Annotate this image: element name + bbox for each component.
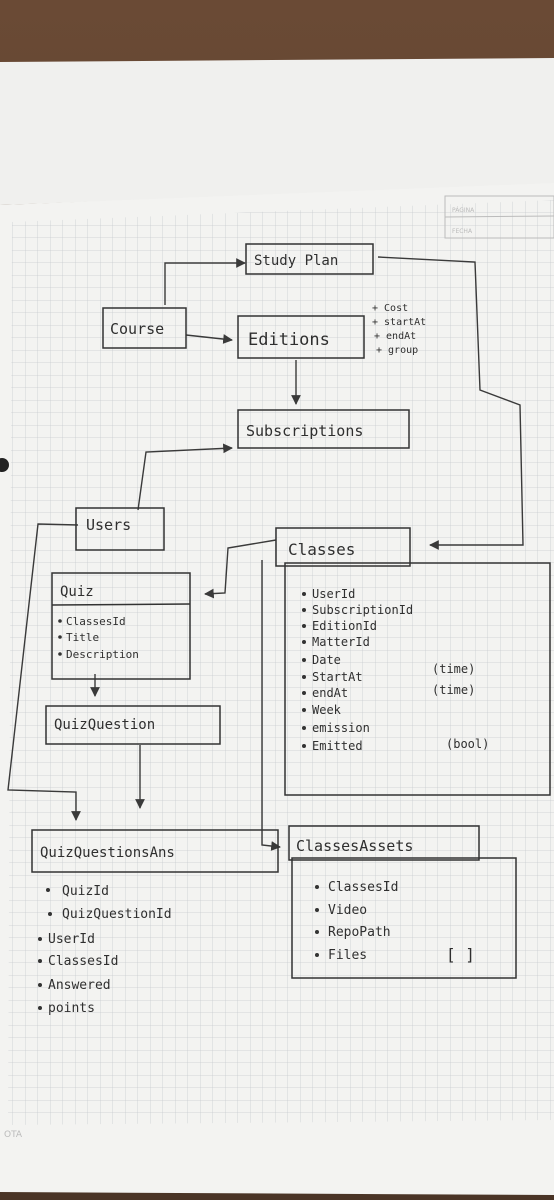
classes-label: Classes xyxy=(288,540,355,559)
edition-field: + startAt xyxy=(372,317,426,328)
editions-label: Editions xyxy=(248,330,330,350)
quiz-questions-ans-entity: QuizQuestionsAns xyxy=(31,829,279,873)
quiz-question-box: QuizQuestion xyxy=(45,705,221,745)
classes-field: Week xyxy=(312,703,342,717)
study-plan-box: Study Plan xyxy=(245,243,374,275)
classes-assets-label: ClassesAssets xyxy=(296,837,413,855)
classes-field: StartAt xyxy=(312,670,363,684)
footer-brand: OTA xyxy=(4,1130,23,1140)
ans-field: QuizQuestionId xyxy=(62,907,172,922)
users-label: Users xyxy=(86,516,131,534)
quiz-label: Quiz xyxy=(60,584,94,600)
editions-box: Editions xyxy=(237,315,365,359)
quiz-field: Description xyxy=(66,648,139,661)
classes-annotation: (time) xyxy=(432,683,475,697)
classes-field: emission xyxy=(312,721,370,735)
assets-field: ClassesId xyxy=(328,880,398,895)
edition-field: + endAt xyxy=(374,331,416,342)
quiz-question-label: QuizQuestion xyxy=(54,717,155,733)
ans-field: UserId xyxy=(48,932,95,947)
studyplan-to-classes-connector xyxy=(377,256,524,550)
classes-bullets xyxy=(302,592,306,748)
classes-field: EditionId xyxy=(312,619,377,633)
classes-to-assets-connector xyxy=(261,560,281,851)
files-annotation: [ ] xyxy=(446,945,475,964)
edition-field: + group xyxy=(376,345,418,356)
page-label: PÁGINA xyxy=(452,207,475,214)
classes-assets-entity: ClassesAssets xyxy=(288,825,517,979)
classes-field: Emitted xyxy=(312,739,363,753)
quiz-field: Title xyxy=(66,631,99,644)
assets-field: Files xyxy=(328,948,367,963)
course-to-editions-connector xyxy=(185,334,233,344)
quiz-fields: ClassesId Title Description xyxy=(66,615,139,661)
edition-fields: + Cost + startAt + endAt + group xyxy=(372,303,426,356)
users-to-subscriptions-connector xyxy=(137,443,233,511)
quiz-questions-ans-fields: QuizId QuizQuestionId UserId ClassesId A… xyxy=(48,884,172,1016)
classes-to-quiz-connector xyxy=(204,539,277,599)
assets-field: RepoPath xyxy=(328,925,391,940)
quiz-field: ClassesId xyxy=(66,615,126,628)
users-to-ans-connector xyxy=(7,523,81,821)
ans-field: QuizId xyxy=(62,884,109,899)
classes-field: UserId xyxy=(312,587,355,601)
classes-field: SubscriptionId xyxy=(312,603,413,617)
classes-field: Date xyxy=(312,653,341,667)
edition-field: + Cost xyxy=(372,303,408,314)
classes-annotation: (time) xyxy=(432,662,475,676)
assets-bullets xyxy=(315,885,319,957)
users-box: Users xyxy=(75,507,165,551)
classes-entity: Classes xyxy=(275,527,551,796)
date-label: FECHA xyxy=(452,228,473,235)
ans-bullets xyxy=(38,888,52,1010)
study-plan-label: Study Plan xyxy=(254,253,338,269)
classes-fields: UserId SubscriptionId EditionId MatterId… xyxy=(312,587,489,753)
ans-field: points xyxy=(48,1001,95,1016)
grid-area xyxy=(8,200,554,1125)
assets-field: Video xyxy=(328,903,367,918)
quiz-entity: Quiz xyxy=(51,572,191,680)
binder-hole xyxy=(0,458,9,472)
ans-field: Answered xyxy=(48,978,111,993)
quiz-bullets xyxy=(58,619,62,656)
course-to-studyplan-connector xyxy=(164,258,246,305)
quiz-questions-ans-label: QuizQuestionsAns xyxy=(40,845,175,861)
classes-field: MatterId xyxy=(312,635,370,649)
paper-cover xyxy=(0,58,554,205)
course-box: Course xyxy=(102,307,187,349)
subscriptions-box: Subscriptions xyxy=(237,409,410,449)
ans-field: ClassesId xyxy=(48,954,118,969)
classes-field: endAt xyxy=(312,686,348,700)
subscriptions-label: Subscriptions xyxy=(246,422,363,440)
classes-assets-fields: ClassesId Video RepoPath Files [ ] xyxy=(328,880,475,964)
course-label: Course xyxy=(110,320,164,338)
classes-annotation: (bool) xyxy=(446,737,489,751)
